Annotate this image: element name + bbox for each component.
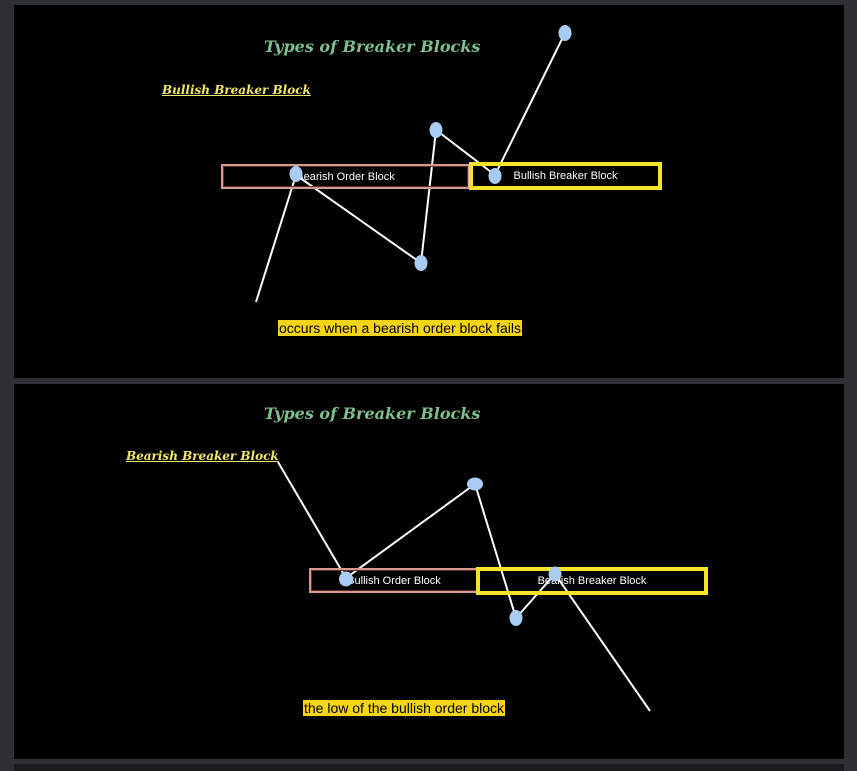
bearish-breaker-diagram: Bullish Order Block Bearish Breaker Bloc… [14, 384, 844, 759]
block-heading: Bearish Breaker Block [126, 449, 279, 463]
breaker-block-label: Bullish Breaker Block [513, 170, 618, 182]
swing-point [509, 610, 523, 626]
swing-point [339, 571, 353, 587]
price-line [277, 461, 651, 712]
swing-point [558, 25, 572, 41]
diagram-title: Types of Breaker Blocks [264, 37, 481, 56]
swing-points [289, 25, 572, 271]
block-heading: Bullish Breaker Block [162, 83, 311, 97]
order-block-label: Bullish Order Block [347, 574, 441, 587]
diagram-title: Types of Breaker Blocks [264, 404, 481, 423]
bullish-breaker-block: Bullish Breaker Block [469, 162, 662, 190]
swing-point [467, 477, 483, 491]
caption: the low of the bullish order block [303, 700, 505, 716]
swing-point [548, 566, 562, 582]
price-path [277, 461, 651, 712]
bullish-breaker-diagram: Bearish Order Block Bullish Breaker Bloc… [14, 5, 844, 378]
next-panel-edge [14, 764, 844, 771]
swing-point [429, 122, 443, 138]
swing-point [414, 255, 428, 271]
caption: occurs when a bearish order block fails [278, 320, 523, 336]
swing-point [289, 166, 303, 182]
swing-points [339, 477, 562, 626]
swing-point [488, 168, 502, 184]
price-path [255, 32, 566, 303]
bearish-breaker-block: Bearish Breaker Block [476, 567, 708, 595]
breaker-block-label: Bearish Breaker Block [537, 575, 647, 587]
order-block-label: Bearish Order Block [296, 170, 395, 183]
price-line [255, 32, 566, 303]
